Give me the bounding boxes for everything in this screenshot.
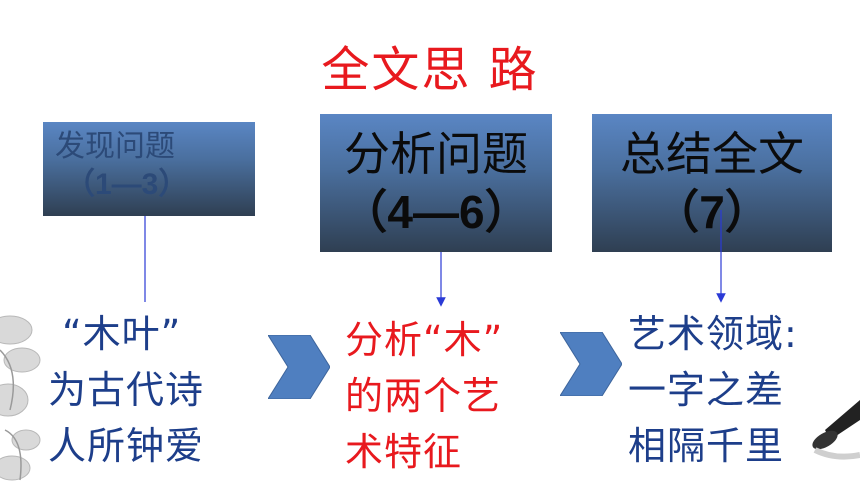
box-analyze-problem: 分析问题 （4—6） — [320, 114, 552, 252]
text-line: 的两个艺 — [345, 374, 502, 418]
chevron-right-icon — [560, 332, 622, 396]
text-line: 艺术领域: — [628, 312, 798, 356]
text-line: 相隔千里 — [628, 424, 785, 468]
text-line: 术特征 — [345, 430, 463, 474]
box-label: 总结全文 — [620, 127, 804, 181]
page-title: 全文思 路 — [321, 42, 539, 98]
brush-decoration-icon — [812, 400, 860, 460]
text-line: 分析“木” — [345, 318, 504, 362]
box-discover-problem: 发现问题 （1—3） — [43, 122, 255, 216]
chevron-right-icon — [268, 335, 330, 399]
box-range: （4—6） — [341, 185, 531, 238]
text-line: 人所钟爱 — [48, 424, 205, 468]
text-line: 一字之差 — [628, 368, 785, 412]
text-line: 为古代诗 — [48, 368, 205, 412]
box-label: 发现问题 — [55, 129, 175, 164]
text-block-1: “木叶” 为古代诗 人所钟爱 — [48, 306, 204, 474]
text-block-2: 分析“木” 的两个艺 术特征 — [345, 312, 503, 480]
text-line: “木叶” — [62, 312, 182, 356]
text-block-3: 艺术领域: 一字之差 相隔千里 — [628, 306, 798, 474]
box-summarize-text: 总结全文 （7） — [592, 114, 832, 252]
box-range: （1—3） — [65, 167, 189, 201]
box-range: （7） — [653, 185, 771, 238]
box-label: 分析问题 — [344, 127, 528, 181]
flower-decoration-icon — [0, 315, 41, 481]
